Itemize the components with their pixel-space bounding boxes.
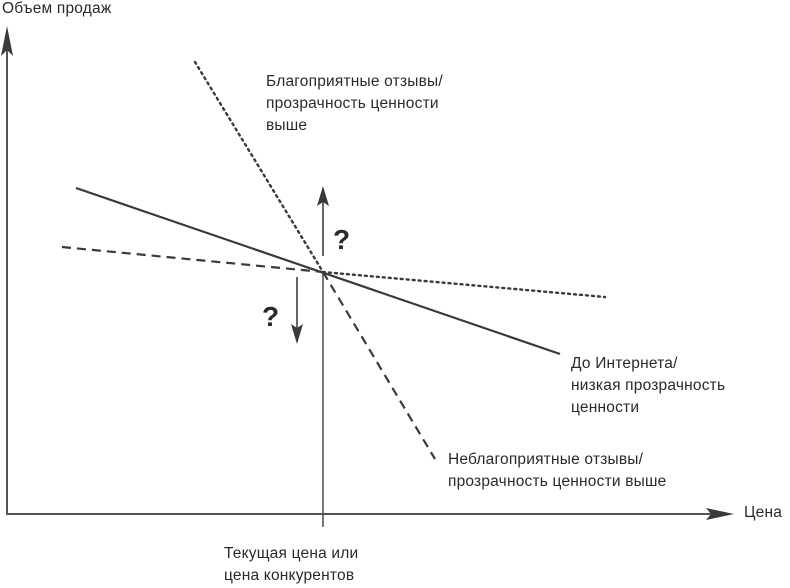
line-favorable-reviews-steep: [193, 60, 325, 274]
line-favorable-reviews-flat: [321, 270, 607, 299]
question-mark-down: ?: [262, 301, 280, 332]
down-arrow-icon: [291, 324, 303, 344]
before-internet-label: До Интернета/ низкая прозрачность ценнос…: [571, 355, 726, 416]
current-price-label: Текущая цена или цена конкурентов: [224, 545, 359, 584]
y-axis-label: Объем продаж: [2, 0, 112, 17]
line-unfavorable-reviews-steep: [322, 271, 436, 460]
x-axis-arrow-icon: [706, 508, 734, 520]
question-mark-up: ?: [333, 224, 351, 255]
line-unfavorable-reviews-flat: [61, 245, 324, 274]
x-axis-label: Цена: [744, 504, 783, 521]
unfavorable-reviews-label: Неблагоприятные отзывы/ прозрачность цен…: [448, 451, 667, 490]
favorable-reviews-label: Благоприятные отзывы/ прозрачность ценно…: [266, 73, 443, 134]
y-axis-arrow-icon: [1, 26, 13, 56]
up-arrow-icon: [317, 186, 329, 206]
